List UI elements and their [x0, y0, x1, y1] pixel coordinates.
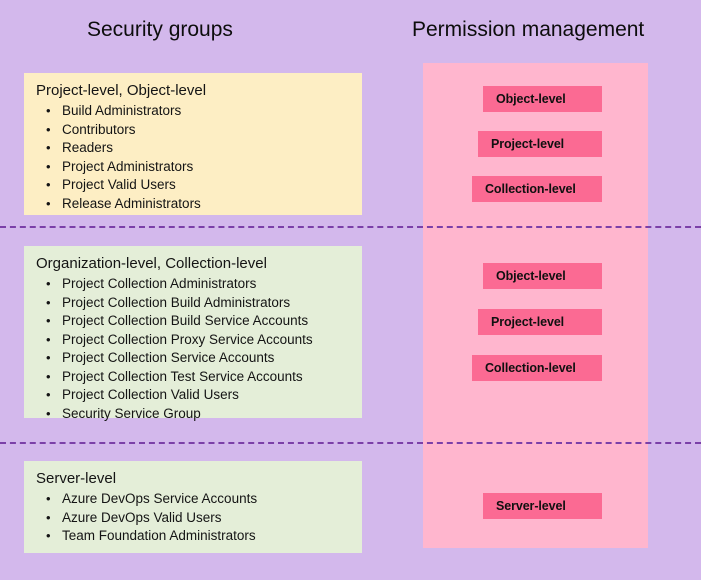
bullet-icon: • [46, 103, 51, 118]
list-item-label: Project Collection Administrators [62, 276, 257, 291]
security-group-list: • Azure DevOps Service Accounts • Azure De… [24, 490, 362, 546]
group-box-title: Organization-level, Collection-level [36, 255, 267, 272]
list-item: • Project Collection Proxy Service Accoun… [24, 331, 362, 350]
bullet-icon: • [46, 313, 51, 328]
list-item: • Azure DevOps Valid Users [24, 509, 362, 528]
list-item: • Build Administrators [24, 102, 362, 121]
page-title-permission-management: Permission management [412, 18, 645, 41]
list-item: • Team Foundation Administrators [24, 527, 362, 546]
list-item-label: Team Foundation Administrators [62, 528, 256, 543]
list-item-label: Azure DevOps Valid Users [62, 509, 222, 525]
security-group-list: • Build Administrators • Contributors • Rea… [24, 102, 362, 213]
permission-badge-project-level-2[interactable]: Project-level [478, 309, 602, 335]
permission-badge-collection-level-2[interactable]: Collection-level [472, 355, 602, 381]
list-item-label: Release Administrators [62, 195, 201, 211]
security-group-box-project-object: Project-level, Object-level • Build Admin… [24, 73, 362, 215]
bullet-icon: • [46, 368, 51, 384]
list-item-label: Project Collection Service Accounts [62, 350, 275, 365]
list-item: • Project Collection Service Accounts [24, 349, 362, 368]
list-item: • Project Collection Administrators [24, 275, 362, 294]
list-item-label: Project Collection Build Service Account… [62, 313, 309, 328]
bullet-icon: • [46, 276, 51, 291]
section-divider-bottom [0, 442, 701, 444]
security-group-box-organization-collection: Organization-level, Collection-level • Pr… [24, 246, 362, 421]
list-item: • Project Collection Valid Users [24, 386, 362, 405]
page-title-security-groups: Security groups [87, 18, 233, 41]
bullet-icon: • [46, 491, 51, 506]
security-group-box-server: Server-level • Azure DevOps Service Accou… [24, 461, 362, 553]
list-item-label: Readers [62, 140, 114, 155]
bullet-icon: • [46, 177, 51, 192]
permission-badge-project-level-1[interactable]: Project-level [478, 131, 602, 157]
bullet-icon: • [46, 195, 51, 211]
list-item-label: Project Administrators [62, 158, 194, 174]
bullet-icon: • [46, 528, 51, 543]
permission-badge-object-level-2[interactable]: Object-level [483, 263, 602, 289]
list-item-label: Build Administrators [62, 103, 182, 118]
list-item: • Contributors [24, 121, 362, 140]
security-group-list: • Project Collection Administrators • Proj… [24, 275, 362, 423]
list-item: • Security Service Group [24, 405, 362, 424]
list-item: • Project Collection Build Administrators [24, 294, 362, 313]
group-box-title: Server-level [36, 470, 117, 487]
list-item: • Release Administrators [24, 195, 362, 214]
list-item-label: Security Service Group [62, 405, 201, 421]
list-item: • Project Collection Build Service Accoun… [24, 312, 362, 331]
section-divider-top [0, 226, 701, 228]
group-box-title: Project-level, Object-level [36, 82, 207, 99]
bullet-icon: • [46, 158, 51, 174]
list-item: • Project Valid Users [24, 176, 362, 195]
column-headers: Security groups Permission management [0, 0, 701, 63]
bullet-icon: • [46, 387, 51, 402]
bullet-icon: • [46, 331, 51, 347]
bullet-icon: • [46, 294, 51, 310]
list-item-label: Project Collection Build Administrators [62, 294, 291, 310]
bullet-icon: • [46, 350, 51, 365]
permission-badge-object-level-1[interactable]: Object-level [483, 86, 602, 112]
list-item: • Project Collection Test Service Account… [24, 368, 362, 387]
list-item-label: Project Collection Valid Users [62, 387, 239, 402]
permission-badge-collection-level-1[interactable]: Collection-level [472, 176, 602, 202]
bullet-icon: • [46, 140, 51, 155]
permission-badge-server-level[interactable]: Server-level [483, 493, 602, 519]
list-item: • Readers [24, 139, 362, 158]
list-item: • Project Administrators [24, 158, 362, 177]
list-item-label: Project Valid Users [62, 177, 176, 192]
list-item-label: Contributors [62, 121, 136, 137]
list-item: • Azure DevOps Service Accounts [24, 490, 362, 509]
list-item-label: Azure DevOps Service Accounts [62, 491, 258, 506]
bullet-icon: • [46, 405, 51, 421]
bullet-icon: • [46, 509, 51, 525]
list-item-label: Project Collection Test Service Accounts [62, 368, 303, 384]
list-item-label: Project Collection Proxy Service Account… [62, 331, 313, 347]
bullet-icon: • [46, 121, 51, 137]
